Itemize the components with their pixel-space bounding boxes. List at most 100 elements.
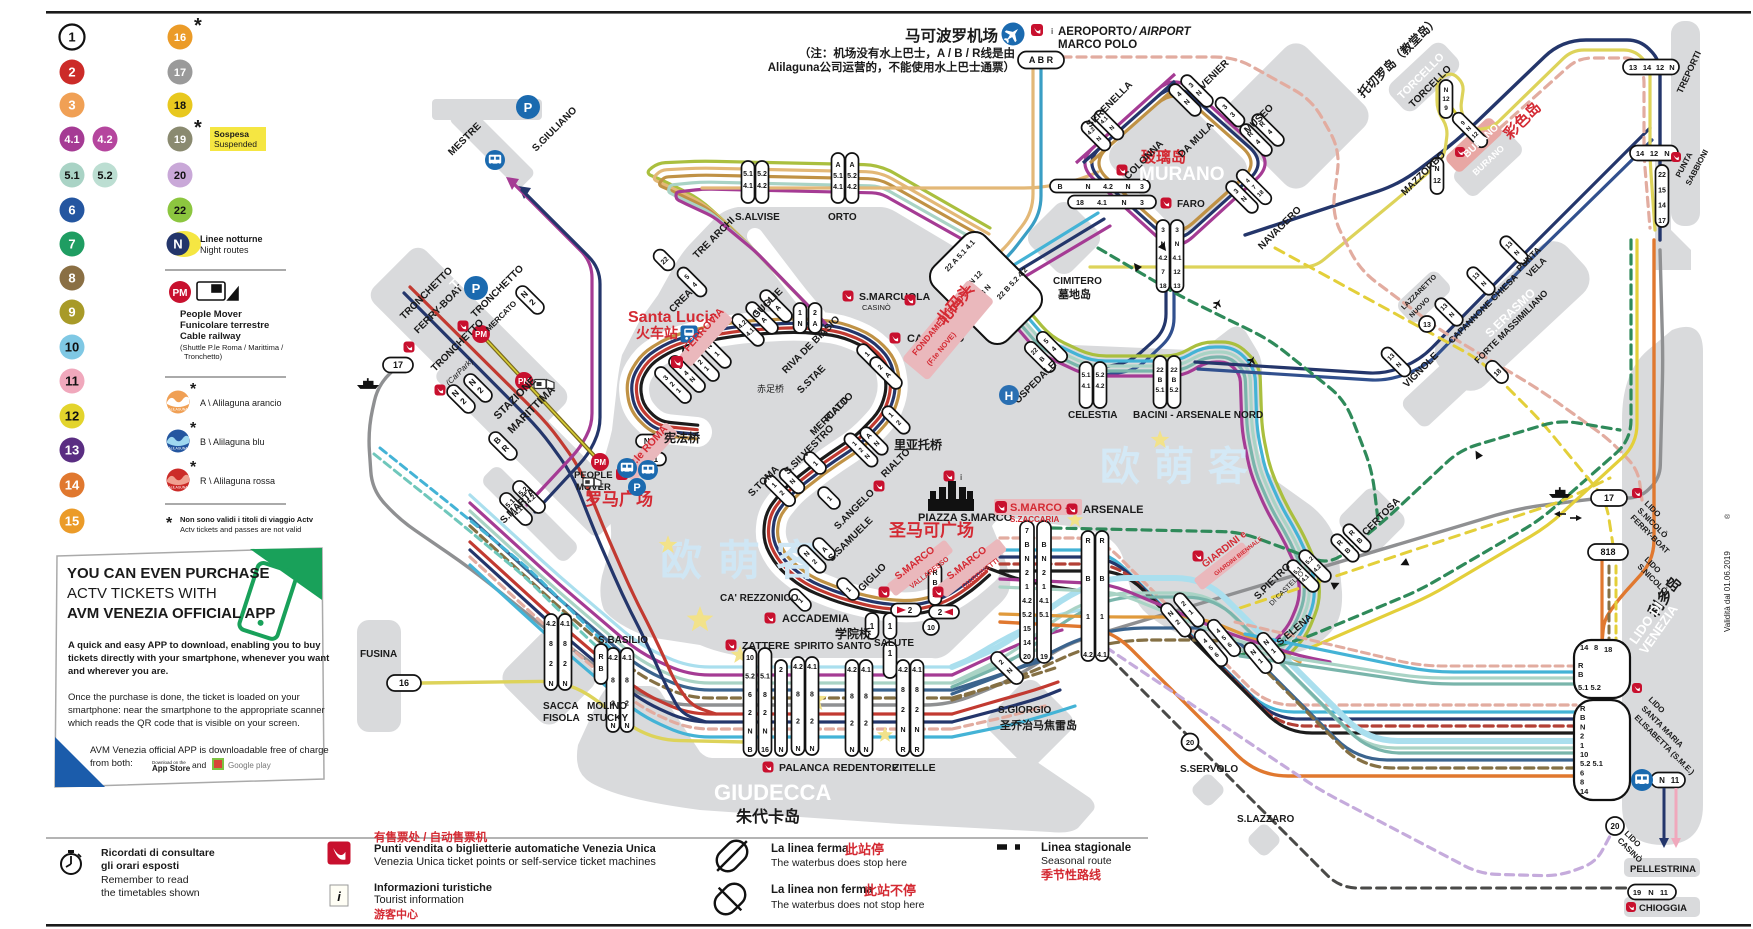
svg-text:8: 8	[68, 271, 75, 286]
svg-text:A: A	[821, 546, 830, 555]
svg-text:which reads the QR code that i: which reads the QR code that is visible …	[67, 718, 300, 729]
svg-text:B: B	[492, 435, 503, 446]
svg-text:8: 8	[901, 687, 905, 694]
svg-text:5: 5	[1208, 644, 1216, 652]
svg-text:MOLINO: MOLINO	[587, 701, 627, 712]
svg-text:N: N	[450, 388, 461, 399]
svg-text:欧萌客: 欧萌客	[1100, 445, 1262, 489]
svg-text:4.1: 4.1	[64, 134, 79, 146]
svg-text:N: N	[689, 376, 698, 385]
svg-text:2: 2	[1042, 570, 1046, 577]
svg-text:2: 2	[811, 558, 819, 566]
svg-text:S.LAZZARO: S.LAZZARO	[1237, 814, 1294, 825]
svg-text:B: B	[932, 580, 937, 587]
svg-text:4.1: 4.1	[1100, 115, 1111, 126]
svg-text:1: 1	[864, 351, 872, 359]
svg-text:2: 2	[763, 710, 767, 717]
svg-text:16: 16	[761, 747, 769, 754]
svg-text:4.2: 4.2	[1022, 598, 1032, 605]
svg-text:STUCKY: STUCKY	[587, 713, 628, 724]
svg-text:12: 12	[1433, 178, 1441, 185]
svg-text:18: 18	[1493, 368, 1504, 379]
svg-text:®: ®	[1724, 513, 1732, 519]
svg-text:1: 1	[888, 622, 893, 631]
svg-text:3: 3	[1233, 188, 1241, 196]
svg-text:16: 16	[399, 678, 409, 688]
svg-text:from both:: from both:	[90, 758, 133, 769]
svg-text:14: 14	[65, 478, 80, 493]
svg-text:3: 3	[68, 98, 75, 113]
svg-text:9: 9	[68, 305, 75, 320]
svg-text:4.1: 4.1	[1097, 200, 1107, 207]
svg-text:N: N	[1195, 89, 1204, 98]
svg-text:游客中心: 游客中心	[374, 907, 418, 921]
svg-text:N: N	[705, 342, 714, 351]
svg-text:B: B	[1344, 547, 1353, 556]
svg-text:5.2 5.1: 5.2 5.1	[1580, 759, 1603, 768]
svg-text:La linea non ferma: La linea non ferma	[771, 884, 873, 896]
svg-text:5: 5	[767, 297, 775, 305]
svg-text:4: 4	[1215, 627, 1223, 635]
svg-text:N: N	[1006, 667, 1015, 676]
svg-text:CHIOGGIA: CHIOGGIA	[1639, 903, 1687, 914]
svg-text:AVM VENEZIA OFFICIAL APP: AVM VENEZIA OFFICIAL APP	[67, 605, 275, 622]
svg-text:8: 8	[625, 678, 629, 685]
svg-text:4.1: 4.1	[1097, 652, 1107, 659]
svg-text:YOU CAN EVEN PURCHASE: YOU CAN EVEN PURCHASE	[67, 565, 270, 582]
svg-text:N: N	[467, 377, 478, 388]
svg-text:20: 20	[1023, 654, 1031, 661]
svg-text:圣马可广场: 圣马可广场	[889, 520, 974, 540]
svg-text:tickets directly with your sma: tickets directly with your smartphone, w…	[68, 653, 330, 664]
svg-text:4.1: 4.1	[1301, 573, 1312, 584]
svg-text:5.2: 5.2	[1305, 556, 1316, 567]
svg-text:N: N	[1669, 63, 1674, 72]
svg-text:19: 19	[1633, 888, 1641, 897]
svg-text:N: N	[747, 729, 752, 736]
svg-text:3: 3	[1140, 184, 1144, 191]
svg-text:5.2: 5.2	[1169, 387, 1178, 394]
svg-text:Santa Lucia: Santa Lucia	[628, 309, 718, 326]
svg-text:4.2: 4.2	[793, 664, 803, 671]
svg-text:8: 8	[810, 691, 814, 698]
svg-text:4.1: 4.1	[1039, 598, 1049, 605]
svg-text:15: 15	[1658, 187, 1666, 194]
svg-text:PELLESTRINA: PELLESTRINA	[1630, 864, 1696, 875]
svg-text:20: 20	[1186, 738, 1194, 747]
svg-text:A: A	[865, 432, 874, 441]
svg-text:S.MARCO -: S.MARCO -	[1010, 502, 1069, 514]
svg-text:5.1: 5.1	[1293, 566, 1304, 577]
svg-text:N: N	[1024, 556, 1029, 563]
svg-text:8: 8	[1580, 778, 1584, 787]
svg-text:CELESTIA: CELESTIA	[1068, 410, 1117, 421]
svg-text:5.1: 5.1	[1039, 612, 1049, 619]
svg-text:有售票处 / 自动售票机: 有售票处 / 自动售票机	[374, 830, 488, 844]
svg-text:Linee notturne: Linee notturne	[200, 234, 263, 244]
svg-text:2: 2	[527, 297, 538, 308]
svg-text:N: N	[849, 747, 854, 754]
svg-text:5.1 5.2: 5.1 5.2	[1578, 683, 1601, 692]
svg-text:4.1: 4.1	[560, 621, 570, 628]
svg-text:PIAZZA S.MARCO: PIAZZA S.MARCO	[918, 512, 1013, 524]
svg-text:5: 5	[753, 309, 761, 317]
svg-text:12: 12	[1650, 149, 1658, 158]
svg-text:S.SERVOLO: S.SERVOLO	[1180, 764, 1238, 775]
svg-text:里亚托桥: 里亚托桥	[894, 437, 943, 452]
svg-text:玻璃岛: 玻璃岛	[1141, 148, 1186, 166]
svg-text:R: R	[914, 747, 919, 754]
svg-text:13: 13	[65, 443, 79, 458]
svg-text:*: *	[190, 459, 197, 476]
svg-text:FUSINA: FUSINA	[360, 649, 397, 660]
svg-text:6: 6	[1226, 641, 1234, 649]
svg-text:R \ Alilaguna rossa: R \ Alilaguna rossa	[200, 476, 275, 486]
svg-text:3: 3	[1161, 227, 1165, 234]
svg-text:People Mover: People Mover	[180, 309, 242, 320]
svg-text:the timetables shown: the timetables shown	[101, 887, 200, 899]
svg-text:App Store: App Store	[152, 764, 191, 773]
svg-text:*: *	[190, 420, 197, 437]
svg-text:Venezia Unica ticket points or: Venezia Unica ticket points or self-serv…	[374, 856, 656, 868]
svg-text:3: 3	[1140, 200, 1144, 207]
svg-text:ORTO: ORTO	[828, 212, 857, 223]
svg-text:ZATTERE: ZATTERE	[742, 640, 790, 652]
svg-text:季节性路线: 季节性路线	[1040, 867, 1101, 882]
svg-text:8: 8	[1594, 643, 1598, 652]
